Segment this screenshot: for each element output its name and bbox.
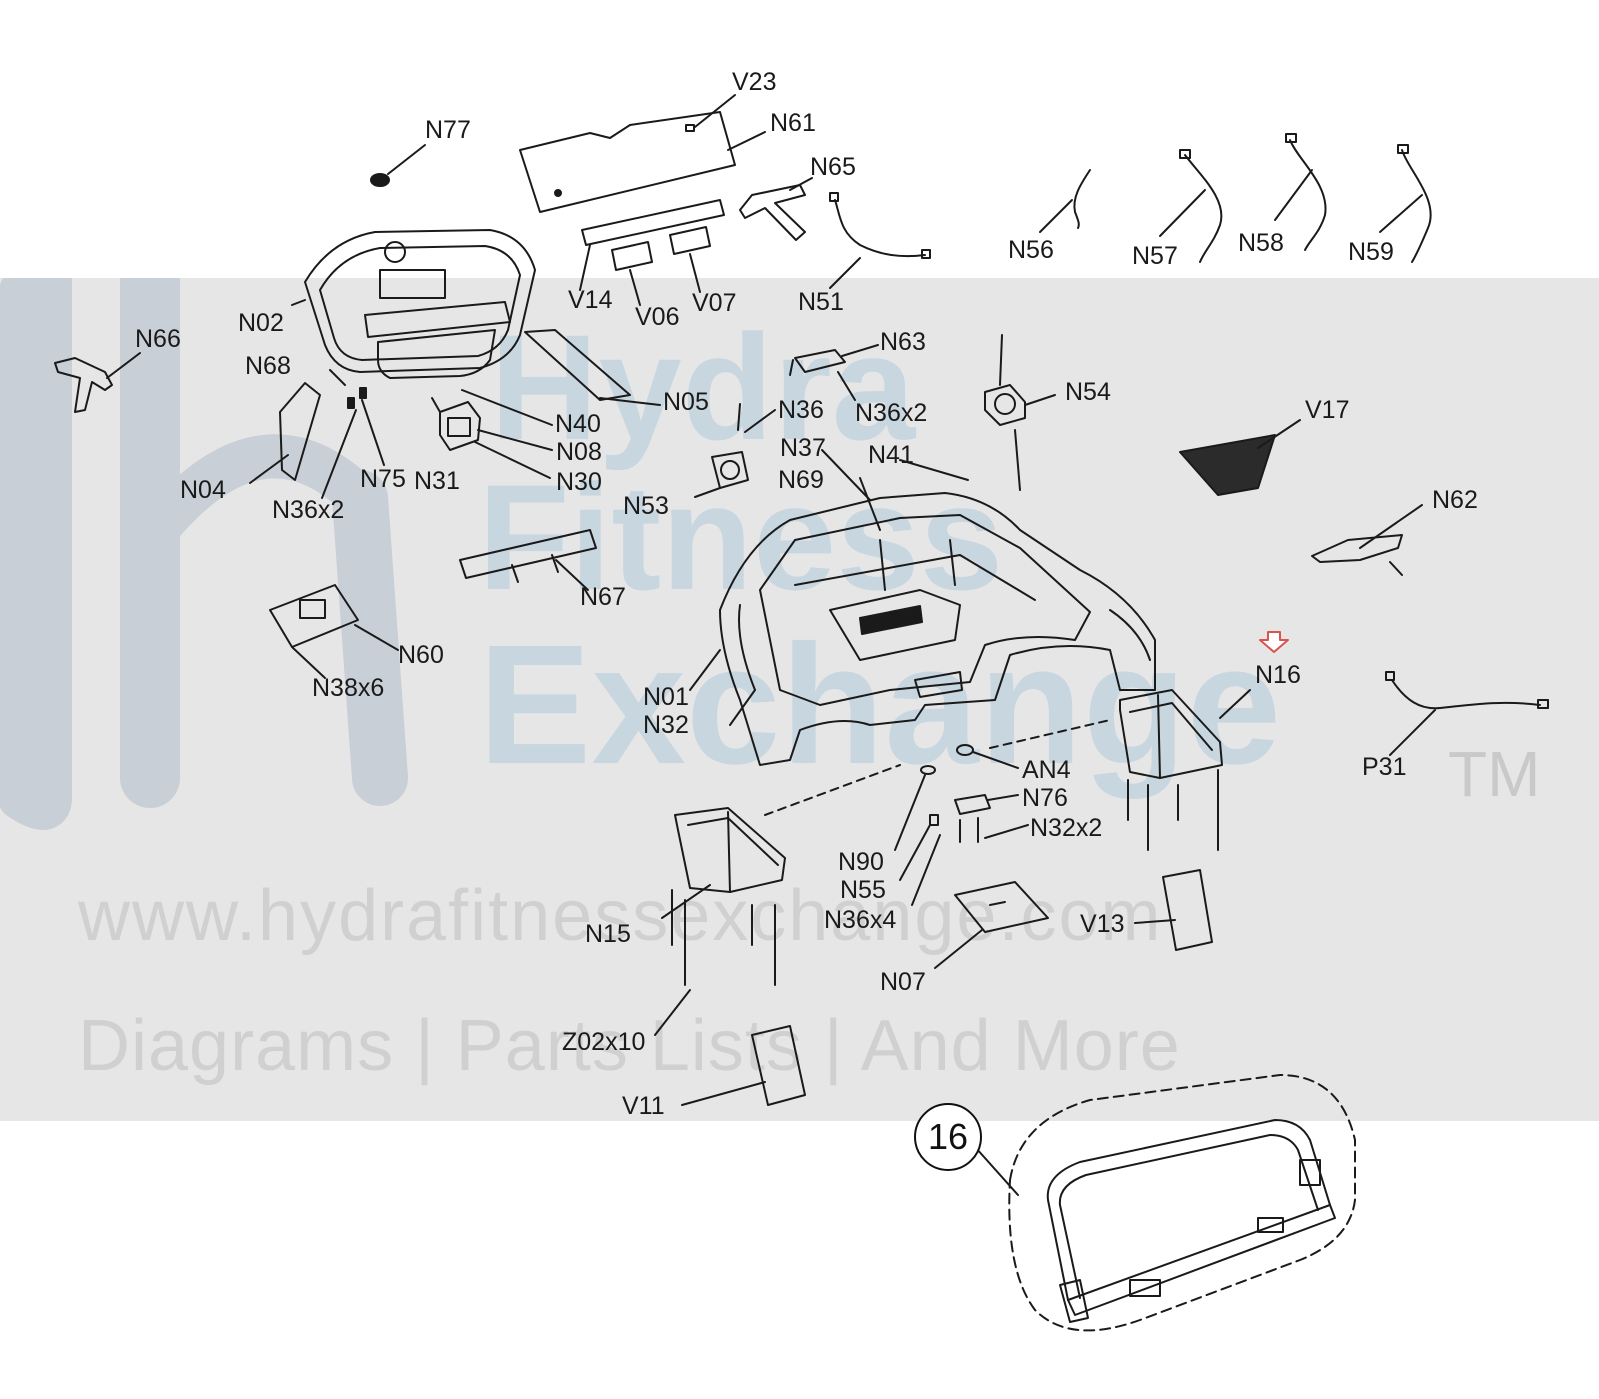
part-n58 bbox=[1289, 139, 1327, 251]
label-v14: V14 bbox=[568, 286, 613, 314]
label-n61: N61 bbox=[770, 109, 816, 137]
label-n53: N53 bbox=[623, 492, 669, 520]
assembly-16-frame bbox=[1046, 1119, 1336, 1323]
label-n63: N63 bbox=[880, 328, 926, 356]
watermark-tagline: Diagrams | Parts Lists | And More bbox=[78, 1006, 1181, 1086]
label-v06: V06 bbox=[635, 303, 680, 331]
label-n60: N60 bbox=[398, 641, 444, 669]
watermark-h-logo bbox=[0, 278, 408, 830]
part-n15-bin bbox=[674, 807, 786, 893]
watermark-url: www.hydrafitnessexchange.com bbox=[78, 876, 1163, 956]
label-n41: N41 bbox=[868, 441, 914, 469]
part-n01-shroud bbox=[719, 492, 1156, 766]
part-n53 bbox=[711, 451, 749, 489]
label-n01: N01 bbox=[643, 683, 689, 711]
label-p31: P31 bbox=[1362, 753, 1407, 781]
label-n36: N36 bbox=[778, 396, 824, 424]
label-v11: V11 bbox=[622, 1092, 665, 1120]
label-n32x2: N32x2 bbox=[1030, 814, 1103, 842]
label-n15: N15 bbox=[585, 920, 631, 948]
label-n56: N56 bbox=[1008, 236, 1054, 264]
label-n40: N40 bbox=[555, 410, 601, 438]
label-n54: N54 bbox=[1065, 378, 1111, 406]
part-n54 bbox=[984, 384, 1026, 426]
label-n30: N30 bbox=[556, 468, 602, 496]
part-n65 bbox=[739, 184, 806, 241]
label-n08: N08 bbox=[556, 438, 602, 466]
assembly-16-callout: 16 bbox=[914, 1103, 982, 1171]
label-an4: AN4 bbox=[1022, 756, 1071, 784]
label-n58: N58 bbox=[1238, 229, 1284, 257]
part-n59 bbox=[1401, 149, 1432, 263]
watermark-brand-line1: Hydra bbox=[490, 303, 916, 471]
part-n57 bbox=[1184, 154, 1223, 263]
part-v11 bbox=[751, 1025, 806, 1106]
watermark-trademark: TM bbox=[1448, 738, 1541, 810]
part-v13 bbox=[1162, 869, 1213, 951]
part-n62 bbox=[1311, 534, 1403, 563]
label-n37: N37 bbox=[780, 434, 826, 462]
label-n77: N77 bbox=[425, 116, 471, 144]
label-n02: N02 bbox=[238, 309, 284, 337]
part-n51 bbox=[834, 199, 926, 258]
label-n90: N90 bbox=[838, 848, 884, 876]
label-v17: V17 bbox=[1305, 396, 1350, 424]
part-n67 bbox=[459, 529, 597, 579]
part-n16-bin bbox=[1119, 689, 1223, 779]
watermark-band bbox=[0, 278, 1599, 1121]
label-n38x6: N38x6 bbox=[312, 674, 385, 702]
label-n75: N75 bbox=[360, 465, 406, 493]
label-n76: N76 bbox=[1022, 784, 1068, 812]
label-n68: N68 bbox=[245, 352, 291, 380]
part-n02-console bbox=[304, 229, 536, 379]
label-n05: N05 bbox=[663, 388, 709, 416]
label-v07: V07 bbox=[692, 289, 737, 317]
watermark-brand-line2: Fitness bbox=[478, 453, 1004, 621]
label-n36x2-top: N36x2 bbox=[855, 399, 928, 427]
label-v13: V13 bbox=[1080, 910, 1125, 938]
part-n60 bbox=[269, 584, 359, 648]
part-n61 bbox=[519, 111, 736, 213]
part-p31 bbox=[1391, 679, 1541, 710]
part-v17 bbox=[1179, 434, 1276, 496]
part-n63 bbox=[794, 349, 846, 373]
part-n66 bbox=[54, 357, 113, 413]
label-n04: N04 bbox=[180, 476, 226, 504]
label-n16: N16 bbox=[1255, 661, 1301, 689]
label-n07: N07 bbox=[880, 968, 926, 996]
label-n62: N62 bbox=[1432, 486, 1478, 514]
label-n67: N67 bbox=[580, 583, 626, 611]
part-n04 bbox=[279, 382, 321, 481]
label-n51: N51 bbox=[798, 288, 844, 316]
label-n55: N55 bbox=[840, 876, 886, 904]
part-v06 bbox=[611, 241, 653, 271]
highlight-arrow-icon bbox=[1259, 631, 1289, 653]
part-v07 bbox=[669, 226, 711, 255]
label-n57: N57 bbox=[1132, 242, 1178, 270]
part-n56 bbox=[1073, 169, 1091, 229]
label-n66: N66 bbox=[135, 325, 181, 353]
screws-z02 bbox=[671, 769, 1219, 986]
label-n31: N31 bbox=[414, 467, 460, 495]
part-n31-group bbox=[439, 401, 481, 451]
part-v14 bbox=[581, 199, 725, 246]
assembly-16-outline bbox=[1008, 1074, 1356, 1332]
part-n07 bbox=[954, 881, 1049, 933]
label-n36x4: N36x4 bbox=[824, 906, 897, 934]
part-n76 bbox=[954, 794, 991, 815]
label-n32: N32 bbox=[643, 711, 689, 739]
part-n05 bbox=[524, 329, 631, 401]
label-n36x2-left: N36x2 bbox=[272, 496, 345, 524]
part-n77 bbox=[370, 173, 390, 187]
label-n69: N69 bbox=[778, 466, 824, 494]
part-an4 bbox=[956, 744, 974, 756]
label-n65: N65 bbox=[810, 153, 856, 181]
label-z02x10: Z02x10 bbox=[562, 1028, 646, 1056]
watermark-brand-line3: Exchange bbox=[478, 610, 1282, 800]
label-n59: N59 bbox=[1348, 238, 1394, 266]
label-v23: V23 bbox=[732, 68, 777, 96]
